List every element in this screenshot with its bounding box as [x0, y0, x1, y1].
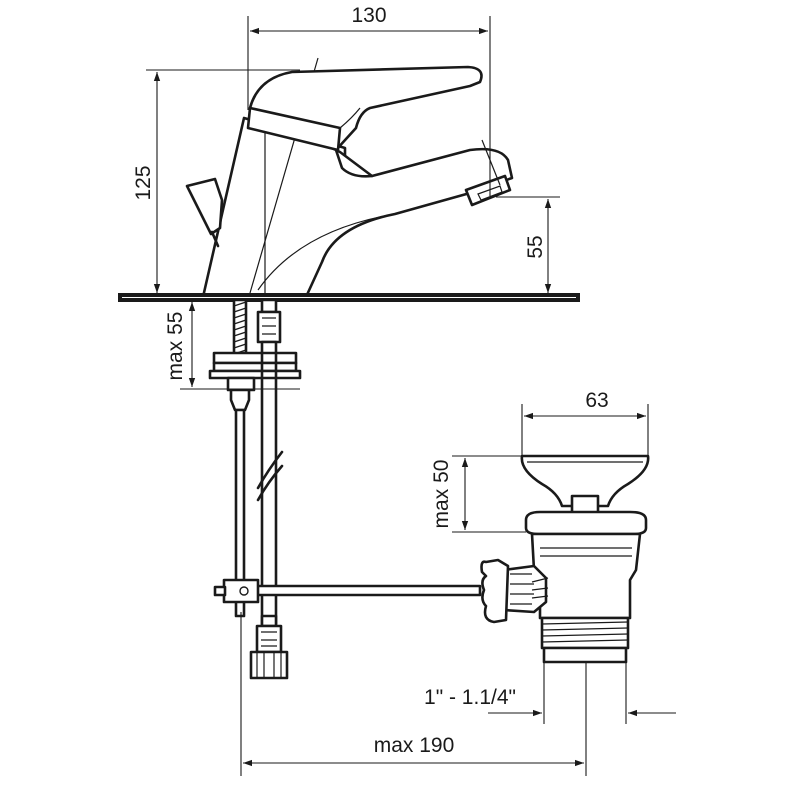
hose-connector-bottom: [249, 614, 289, 680]
aerator: [464, 139, 512, 207]
rod-clamp: [213, 578, 260, 604]
dim-waste-width: 63: [521, 389, 649, 455]
flexible-hose: [256, 352, 284, 626]
dim-spout-height-label: 55: [524, 235, 547, 258]
under-counter-parts: [208, 298, 482, 680]
pull-rod: [253, 584, 482, 597]
dim-max-length: max 190: [240, 612, 587, 776]
dimensions: 130 125 55 max 55 63: [132, 4, 676, 776]
fixing-plate: [208, 369, 302, 380]
dim-max-length-label: max 190: [374, 734, 455, 757]
dim-max-thickness-label: max 55: [164, 312, 187, 381]
waste-valve: [480, 454, 650, 664]
dim-top-width-label: 130: [351, 4, 386, 27]
plug-cap: [520, 454, 650, 508]
dim-waste-height-label: max 50: [430, 460, 453, 529]
dim-spout-height: 55: [496, 196, 560, 293]
dim-thread-label: 1" - 1.1/4": [424, 686, 516, 709]
waste-body: [530, 532, 642, 620]
fixing-nut: [226, 376, 256, 392]
waste-tail: [542, 646, 628, 664]
dim-max-thickness: max 55: [164, 302, 300, 390]
popup-rod: [234, 408, 246, 618]
dim-overall-height: 125: [132, 69, 300, 293]
hose-connector-top: [256, 298, 282, 356]
dim-thread: 1" - 1.1/4": [424, 662, 676, 724]
popup-knob: [185, 177, 224, 248]
dim-waste-width-label: 63: [585, 389, 608, 412]
lever-handle: [246, 65, 483, 178]
dim-top-width: 130: [247, 4, 491, 196]
pivot-nut: [480, 558, 549, 624]
basin-surface: [118, 293, 580, 302]
dim-waste-height: max 50: [430, 455, 526, 533]
rubber-washer: [212, 351, 298, 365]
hex-nut: [229, 388, 251, 412]
waste-flange: [524, 510, 648, 536]
dim-overall-height-label: 125: [132, 165, 155, 200]
